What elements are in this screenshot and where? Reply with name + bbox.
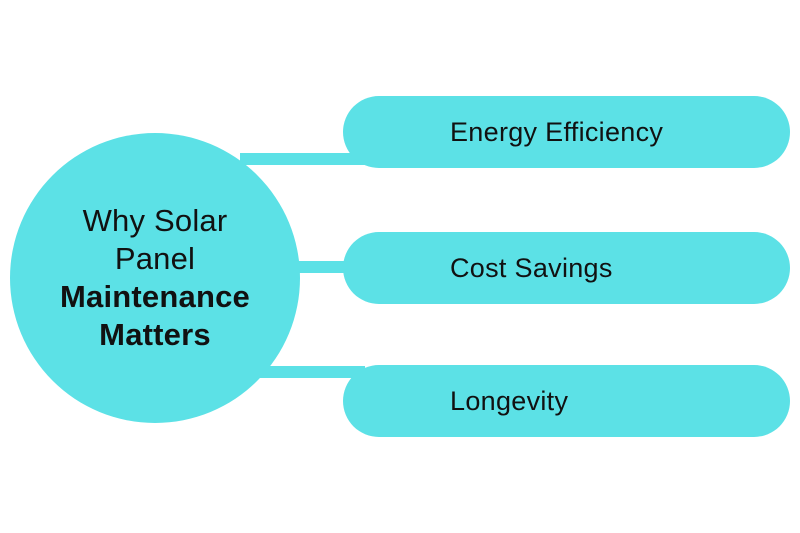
connector-longevity [250, 366, 365, 378]
branch-energy-efficiency: Energy Efficiency [343, 96, 790, 168]
central-topic-line-4: Matters [99, 317, 211, 352]
branch-cost-savings: Cost Savings [343, 232, 790, 304]
branch-label: Longevity [450, 385, 569, 416]
central-topic-circle: Why Solar Panel Maintenance Matters [10, 133, 300, 423]
connector-energy-efficiency [240, 153, 365, 165]
branch-longevity: Longevity [343, 365, 790, 437]
central-topic-line-1: Why Solar [82, 203, 228, 238]
branch-label: Energy Efficiency [450, 116, 664, 147]
branch-label: Cost Savings [450, 252, 613, 283]
central-topic-line-2: Panel [114, 241, 196, 276]
central-topic-line-3: Maintenance [60, 279, 250, 314]
